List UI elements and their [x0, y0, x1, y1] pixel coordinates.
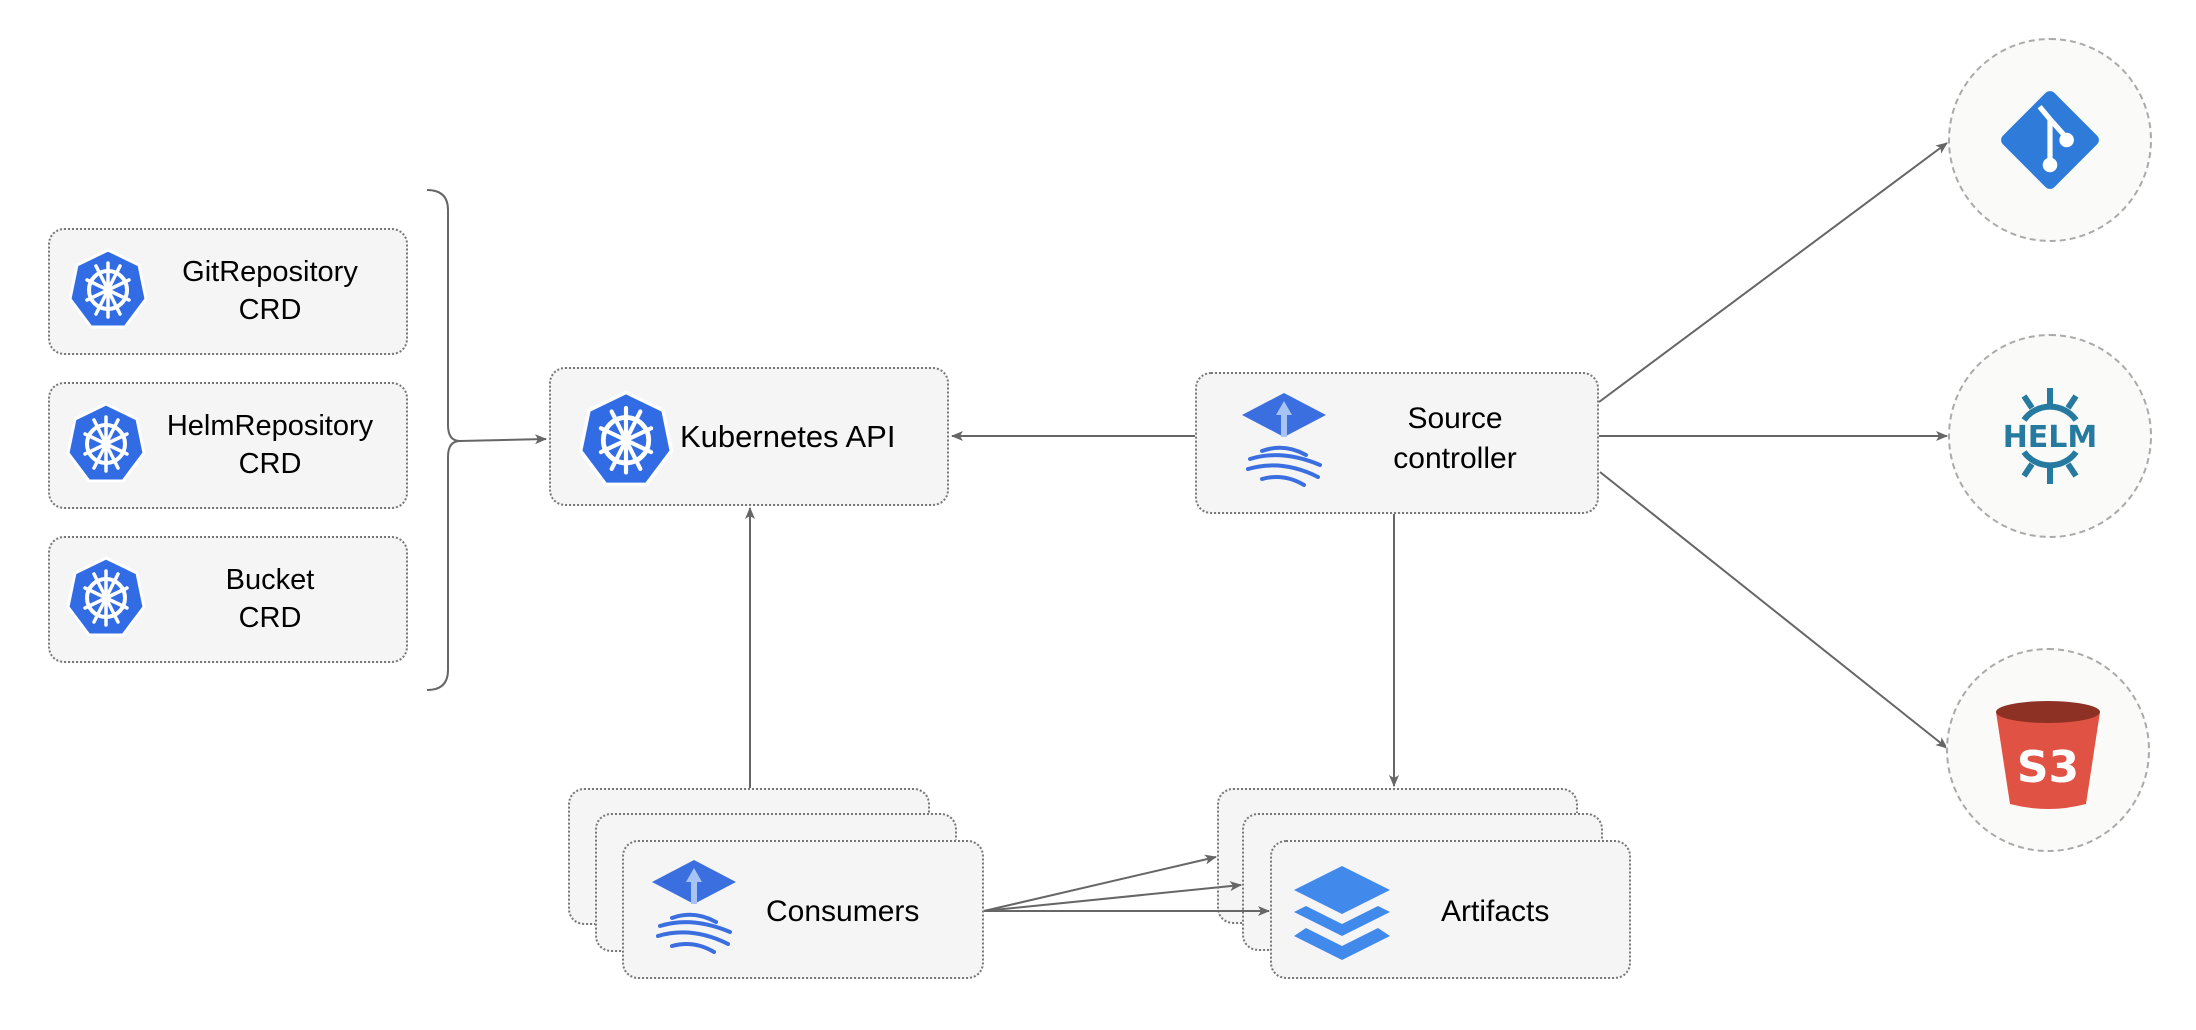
- source-controller-line1: Source: [1407, 402, 1503, 435]
- layers-icon: [1294, 866, 1390, 960]
- kubernetes-icon: [66, 402, 146, 483]
- kubernetes-icon: [578, 390, 674, 488]
- git-icon: [2001, 91, 2099, 189]
- crd-type: CRD: [238, 294, 302, 326]
- flux-icon: [1242, 391, 1326, 487]
- consumers-label: Consumers: [766, 895, 920, 928]
- helm-source[interactable]: [1948, 334, 2152, 538]
- source-controller-label: Source controller: [1350, 399, 1560, 479]
- crd-type: CRD: [238, 602, 302, 634]
- crd-name: Bucket: [225, 564, 315, 596]
- helm-text: HELM: [2003, 420, 2098, 455]
- s3-bucket-icon: S3: [1996, 701, 2100, 809]
- crd-name: HelmRepository: [166, 410, 374, 442]
- arrow-controller-to-s3: [1599, 471, 1948, 749]
- helm-icon: HELM: [2003, 388, 2098, 484]
- flux-icon: [652, 858, 736, 954]
- crd-name: GitRepository: [182, 256, 358, 288]
- arrow-crds-to-api: [459, 434, 547, 445]
- kubernetes-api-label: Kubernetes API: [680, 419, 896, 454]
- crd-type: CRD: [238, 448, 302, 480]
- arrow-controller-to-git: [1598, 142, 1948, 403]
- source-controller-node[interactable]: [1195, 372, 1599, 514]
- artifact-node[interactable]: [1270, 840, 1631, 979]
- consumer-node[interactable]: [622, 840, 984, 979]
- kubernetes-icon: [68, 248, 148, 329]
- s3-text: S3: [2017, 742, 2079, 793]
- crd-brace: [426, 189, 461, 691]
- source-controller-line2: controller: [1393, 442, 1517, 475]
- kubernetes-icon: [66, 556, 146, 637]
- artifacts-label: Artifacts: [1441, 895, 1550, 928]
